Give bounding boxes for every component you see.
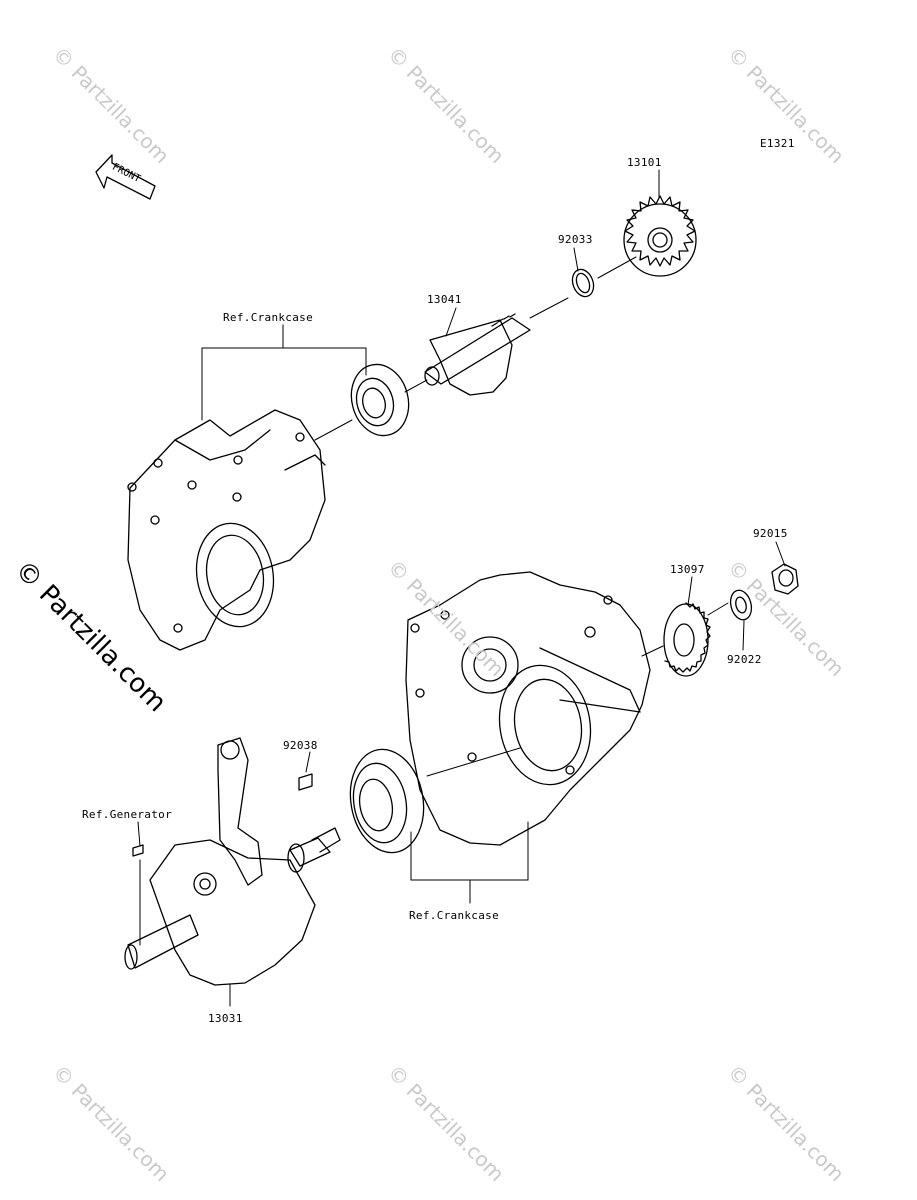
gear-13101 <box>623 195 697 277</box>
diagram-code: E1321 <box>760 137 795 150</box>
leader-lines <box>137 169 786 1007</box>
ref-crankcase-bottom[interactable]: Ref.Crankcase <box>409 909 499 922</box>
part-label-13101[interactable]: 13101 <box>627 156 662 169</box>
balancer-shaft-13041 <box>424 313 531 396</box>
part-label-92033[interactable]: 92033 <box>558 233 593 246</box>
part-label-13031[interactable]: 13031 <box>208 1012 243 1025</box>
crankcase-half-left <box>127 409 326 651</box>
part-label-13097[interactable]: 13097 <box>670 563 705 576</box>
part-label-13041[interactable]: 13041 <box>427 293 462 306</box>
part-label-92038[interactable]: 92038 <box>283 739 318 752</box>
nut-92015 <box>771 563 799 595</box>
ref-crankcase-top[interactable]: Ref.Crankcase <box>223 311 313 324</box>
crankshaft-13031 <box>124 737 341 986</box>
washer-92022 <box>729 589 753 621</box>
key-92038-icon <box>298 773 313 791</box>
bearing-lower <box>349 748 425 854</box>
crankcase-half-right <box>405 571 651 846</box>
circlip-92033 <box>571 268 595 298</box>
bearing-upper <box>350 363 410 437</box>
gear-13097 <box>663 602 711 677</box>
ref-generator[interactable]: Ref.Generator <box>82 808 172 821</box>
part-label-92022[interactable]: 92022 <box>727 653 762 666</box>
key-generator-icon <box>132 844 144 857</box>
part-label-92015[interactable]: 92015 <box>753 527 788 540</box>
front-arrow-icon: FRONT <box>95 154 156 200</box>
